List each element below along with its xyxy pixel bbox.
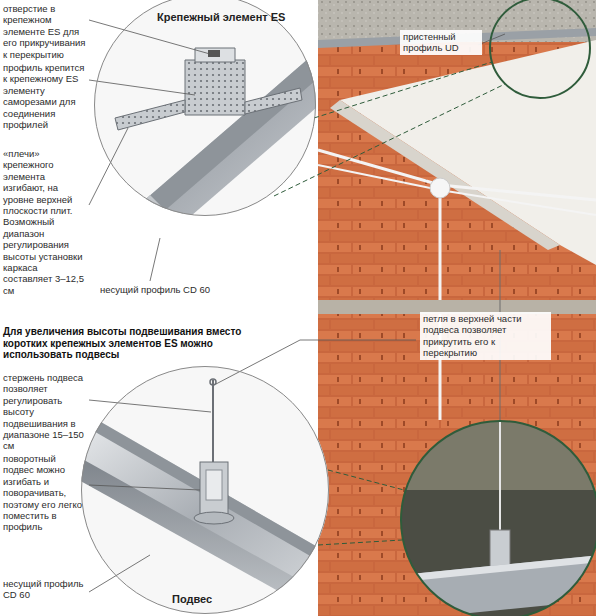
callout-text: поворотный подвес можно изгибать и повор… (3, 453, 87, 533)
section-heading: Для увеличения высоты подвешивания вмест… (3, 326, 243, 361)
callout-text: несущий профиль CD 60 (3, 578, 87, 601)
callout-text: «плечи» крепежного элемента изгибают, на… (3, 148, 87, 296)
view-title: Крепежный элемент ES (157, 11, 285, 23)
callout-text: петля в верхней части подвеса позволяет … (420, 312, 551, 360)
callout-text: пристенный профиль UD (400, 30, 482, 55)
callout-text: несущий профиль CD 60 (100, 284, 220, 295)
magnifier-circle: Крепежный элемент ES (94, 0, 316, 216)
magnifier-circle: Подвес (81, 366, 329, 614)
callout-text: отверстие в крепежном элементе ES для ег… (3, 3, 87, 60)
callout-text: профиль крепится к крепежному ES элемент… (3, 62, 87, 130)
view-title: Подвес (172, 593, 212, 605)
callout-text: стержень подвеса позволяет регулировать … (3, 372, 87, 452)
